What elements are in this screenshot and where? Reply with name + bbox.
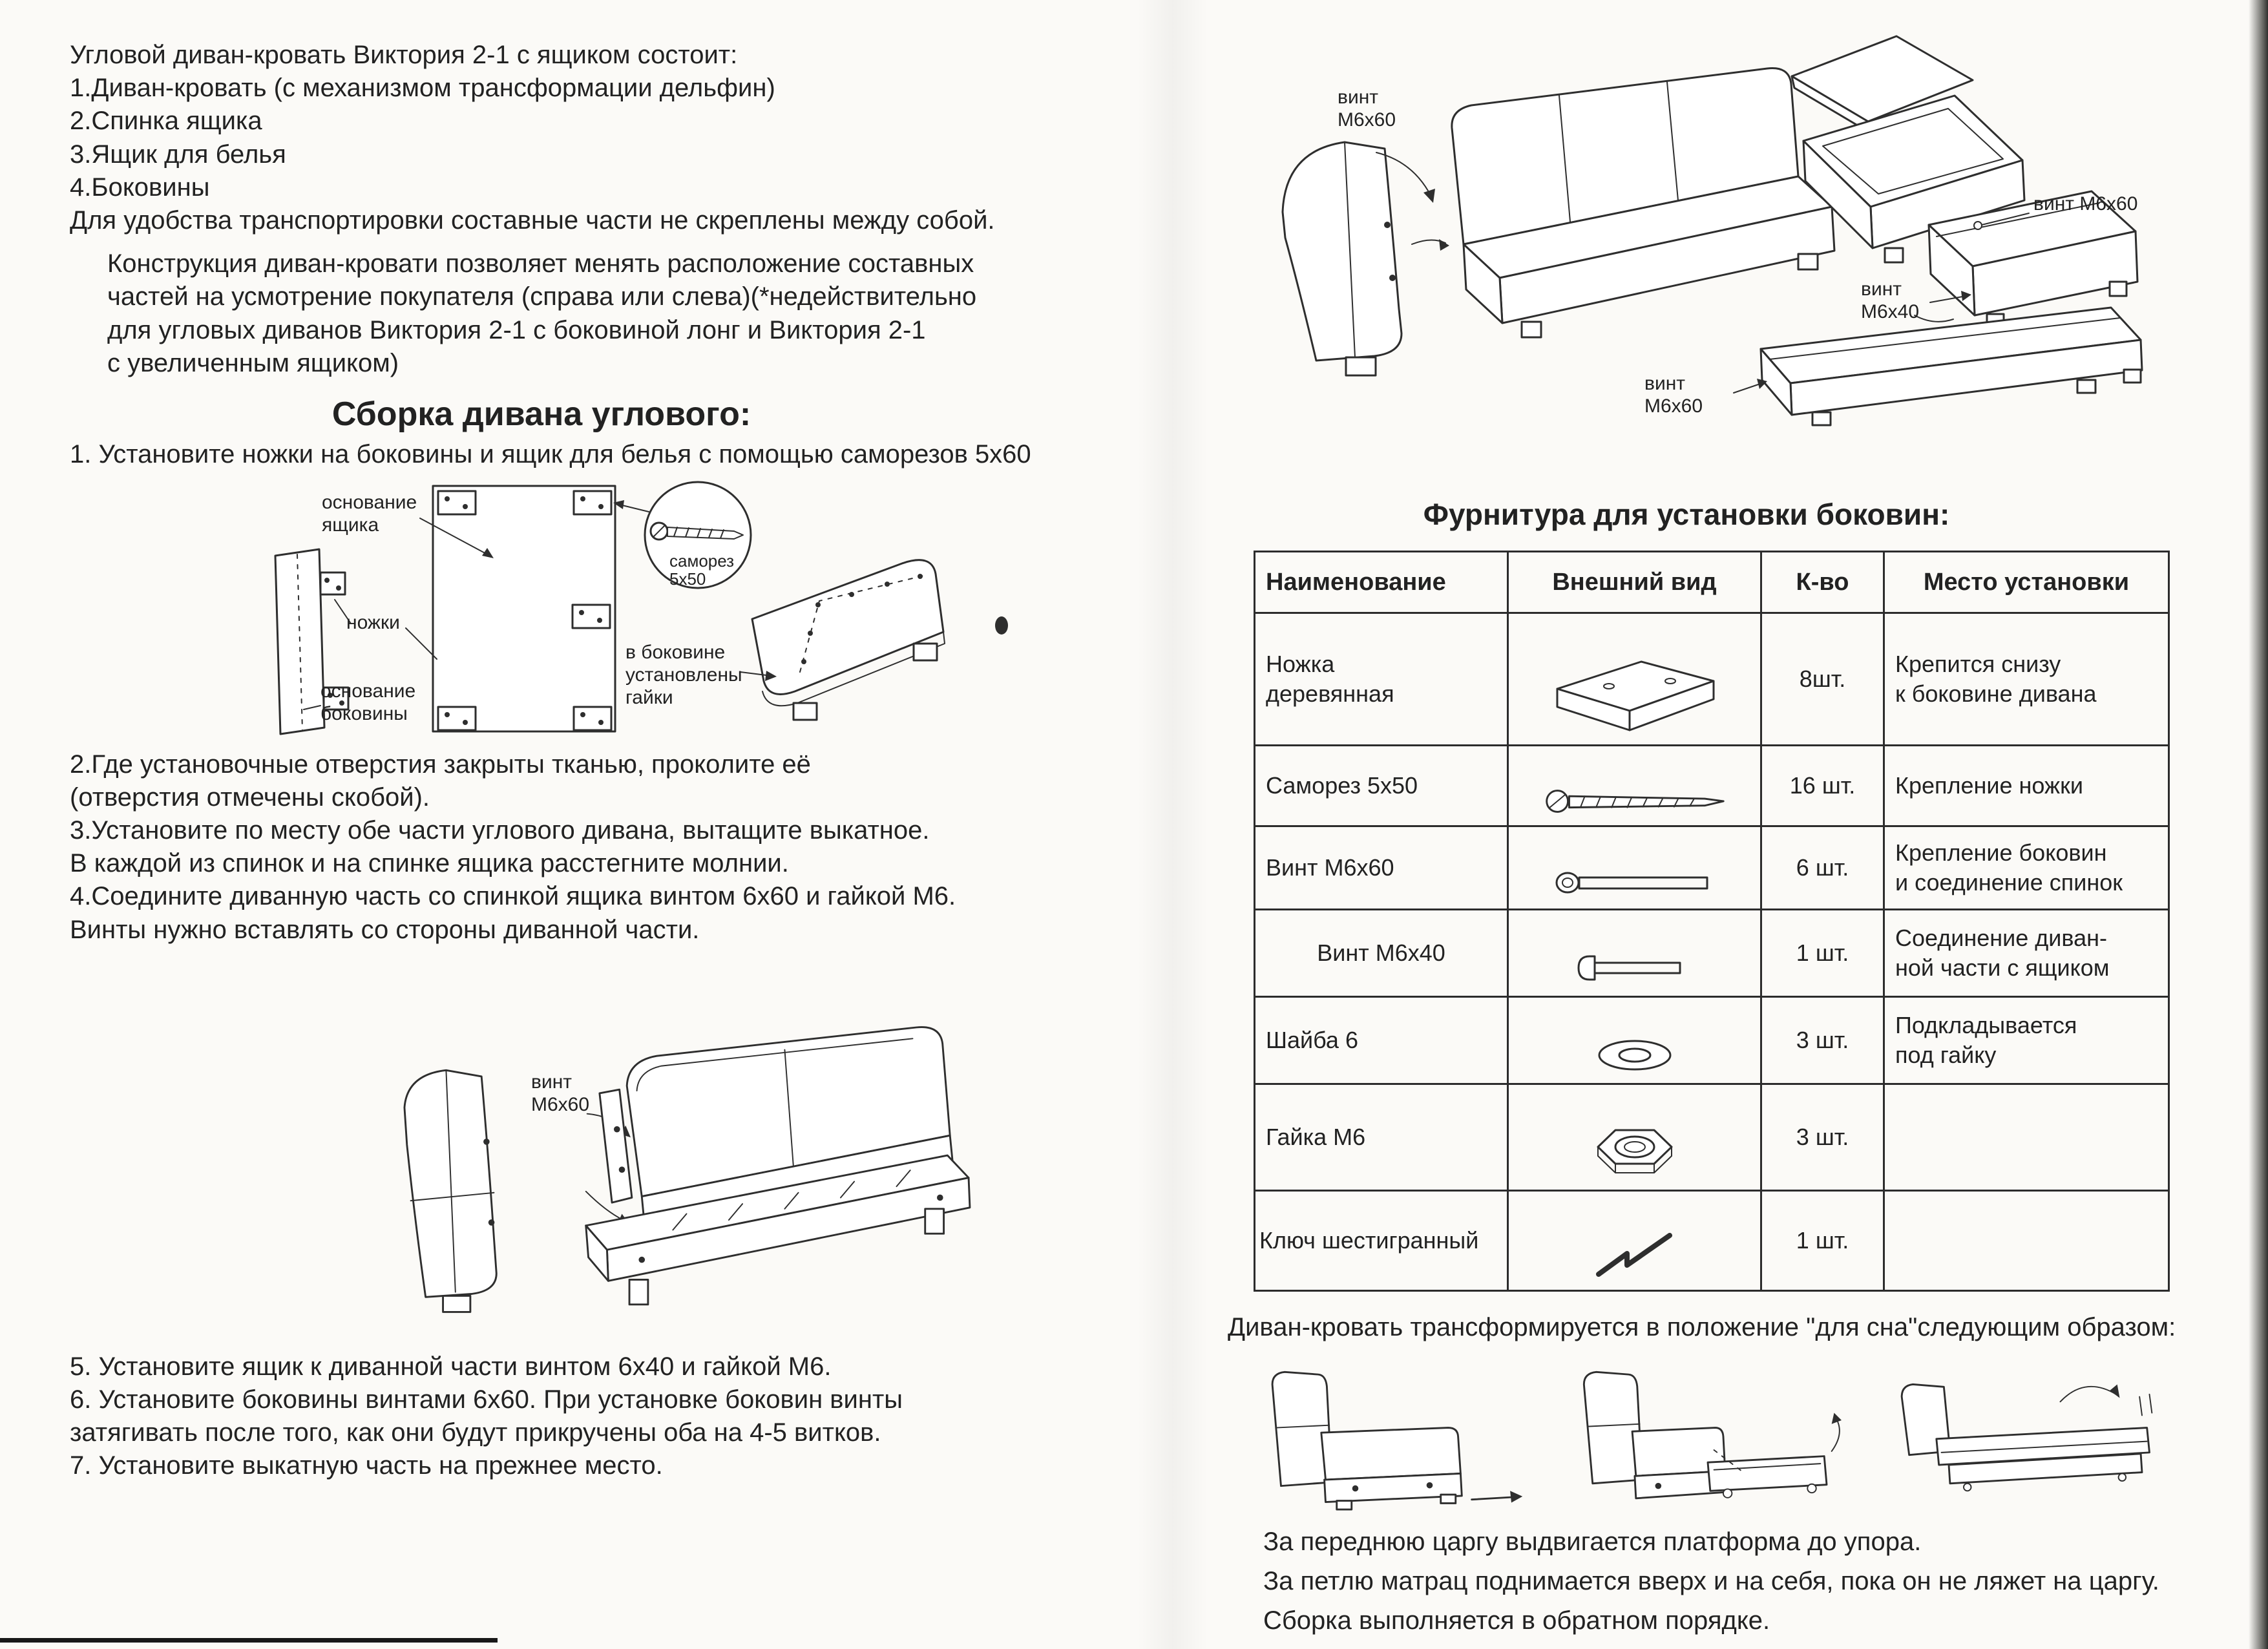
legs-assembly-diagram: основание ящика ножки основание боковины…	[128, 478, 1033, 743]
table-row: Ножка деревянная 8шт. Крепится снизу к б…	[1254, 611, 2170, 746]
washer-icon	[1598, 1040, 1671, 1071]
label-bolt-m6x60-right: винт М6х60	[2033, 193, 2138, 215]
hardware-icon-cell	[1507, 996, 1762, 1086]
assembly-step-4: 4.Соедините диванную часть со спинкой ящ…	[70, 882, 956, 944]
hardware-table: Наименование Внешний вид К-во Место уста…	[1254, 550, 2170, 1292]
sofa-transform-diagrams	[1244, 1355, 2236, 1517]
hardware-qty: 1 шт.	[1760, 1190, 1885, 1292]
sofa-transform-step-2-diagram	[1582, 1371, 1842, 1499]
transform-step-note: За переднюю царгу выдвигается платформа …	[1263, 1527, 1922, 1556]
sofa-transform-step-3-diagram	[1900, 1383, 2153, 1491]
wooden-leg-icon	[1556, 660, 1714, 731]
assembly-step-3: 3.Установите по месту обе части углового…	[70, 815, 930, 878]
table-header-row: Наименование Внешний вид К-во Место уста…	[1254, 550, 2170, 614]
hardware-place: Подкладывается под гайку	[1883, 996, 2170, 1086]
label-nuts-note: в боковине установлены гайки	[625, 641, 742, 709]
hardware-icon-cell	[1507, 909, 1762, 998]
hardware-place: Соединение диван- ной части с ящиком	[1883, 909, 2170, 998]
assembly-step-2: 2.Где установочные отверстия закрыты тка…	[70, 750, 811, 812]
assembly-step-6: 6. Установите боковины винтами 6х60. При…	[70, 1385, 903, 1447]
hardware-name: Шайба 6	[1254, 996, 1509, 1086]
assembly-step-1: 1. Установите ножки на боковины и ящик д…	[70, 440, 1031, 469]
transform-step-note: За петлю матрац поднимается вверх и на с…	[1263, 1566, 2159, 1595]
hardware-qty: 8шт.	[1760, 611, 1885, 746]
parts-list-item: 2.Спинка ящика	[70, 107, 262, 136]
column-header: Внешний вид	[1507, 550, 1762, 614]
corner-sofa-svg	[1281, 35, 2143, 426]
transport-note: Для удобства транспортировки составные ч…	[70, 205, 995, 235]
hardware-name: Ножка деревянная	[1254, 611, 1509, 746]
assembly-heading: Сборка дивана углового:	[331, 395, 751, 433]
table-row: Винт М6х60 6 шт. Крепление боковин и сое…	[1254, 825, 2170, 911]
transform-intro: Диван-кровать трансформируется в положен…	[1228, 1313, 2176, 1342]
construction-note: Конструкция диван-кровати позволяет меня…	[107, 249, 977, 377]
table-row: Винт М6х40 1 шт. Соединение диван- ной ч…	[1254, 909, 2170, 998]
hardware-name: Гайка М6	[1254, 1083, 1509, 1192]
transform-step-note: Сборка выполняется в обратном порядке.	[1263, 1606, 1770, 1635]
hardware-icon-cell	[1507, 825, 1762, 911]
right-column: винт М6х60 винт М6х60 винт М6х40 винт М6…	[1218, 31, 2236, 1644]
label-bolt-m6x60-bottom: винт М6х60	[1644, 373, 1703, 417]
transform-steps: За переднюю царгу выдвигается платформа …	[1263, 1526, 2236, 1638]
label-drawer-base: основание ящика	[322, 491, 417, 536]
hardware-icon-cell	[1507, 1083, 1762, 1192]
column-header: Наименование	[1254, 550, 1509, 614]
hardware-name: Ключ шестигранный	[1254, 1190, 1509, 1292]
corner-sofa-diagram: винт М6х60 винт М6х60 винт М6х40 винт М6…	[1218, 31, 2232, 480]
label-bolt-m6x60: винт М6х60	[531, 1071, 590, 1116]
screw-5x50-icon	[1545, 790, 1725, 813]
table-row: Шайба 6 3 шт. Подкладывается под гайку	[1254, 996, 2170, 1086]
bolt-m6x40-icon	[1577, 955, 1681, 981]
hardware-name: Саморез 5х50	[1254, 744, 1509, 828]
column-header: К-во	[1760, 550, 1885, 614]
bolt-m6x60-icon	[1555, 872, 1708, 894]
hardware-name: Винт М6х60	[1254, 825, 1509, 911]
nut-m6-icon	[1597, 1129, 1672, 1174]
label-screw-5x50: саморез 5х50	[669, 551, 735, 589]
legs-assembly-svg	[274, 481, 1008, 735]
hardware-qty: 3 шт.	[1760, 1083, 1885, 1192]
scan-fold-shadow	[1137, 0, 1208, 1649]
assembly-step-5: 5. Установите ящик к диванной части винт…	[70, 1352, 832, 1381]
label-legs: ножки	[346, 611, 400, 633]
hardware-qty: 1 шт.	[1760, 909, 1885, 998]
hardware-place	[1883, 1190, 2170, 1292]
hardware-place	[1883, 1083, 2170, 1192]
parts-list-item: 4.Боковины	[70, 173, 210, 202]
label-side-base: основание боковины	[320, 680, 416, 724]
parts-list-item: 3.Ящик для белья	[70, 140, 286, 169]
backrest-assembly-svg	[403, 1025, 971, 1313]
hardware-heading: Фурнитура для установки боковин:	[1423, 498, 1950, 531]
table-row: Гайка М6 3 шт.	[1254, 1083, 2170, 1192]
sofa-transform-step-1-diagram	[1271, 1371, 1523, 1511]
backrest-assembly-diagram: винт М6х60	[368, 1011, 1021, 1334]
hardware-icon-cell	[1507, 744, 1762, 828]
column-header: Место установки	[1883, 550, 2170, 614]
hardware-qty: 3 шт.	[1760, 996, 1885, 1086]
scan-artifact-line	[0, 1638, 498, 1643]
hardware-place: Крепится снизу к боковине дивана	[1883, 611, 2170, 746]
hardware-place: Крепление боковин и соединение спинок	[1883, 825, 2170, 911]
left-column: Угловой диван-кровать Виктория 2-1 с ящи…	[70, 39, 1181, 1482]
scan-edge	[2249, 0, 2268, 1649]
hardware-qty: 16 шт.	[1760, 744, 1885, 828]
label-bolt-m6x60-left: винт М6х60	[1338, 87, 1396, 131]
intro-title: Угловой диван-кровать Виктория 2-1 с ящи…	[70, 41, 738, 69]
table-row: Ключ шестигранный 1 шт.	[1254, 1190, 2170, 1292]
parts-list-item: 1.Диван-кровать (с механизмом трансформа…	[70, 74, 775, 103]
hardware-name: Винт М6х40	[1254, 909, 1509, 998]
hardware-icon-cell	[1507, 611, 1762, 746]
hardware-place: Крепление ножки	[1883, 744, 2170, 828]
label-bolt-m6x40: винт М6х40	[1861, 278, 1920, 323]
hex-key-icon	[1595, 1233, 1672, 1277]
hardware-icon-cell	[1507, 1190, 1762, 1292]
hardware-qty: 6 шт.	[1760, 825, 1885, 911]
assembly-step-7: 7. Установите выкатную часть на прежнее …	[70, 1451, 663, 1480]
table-row: Саморез 5х50	[1254, 744, 2170, 828]
